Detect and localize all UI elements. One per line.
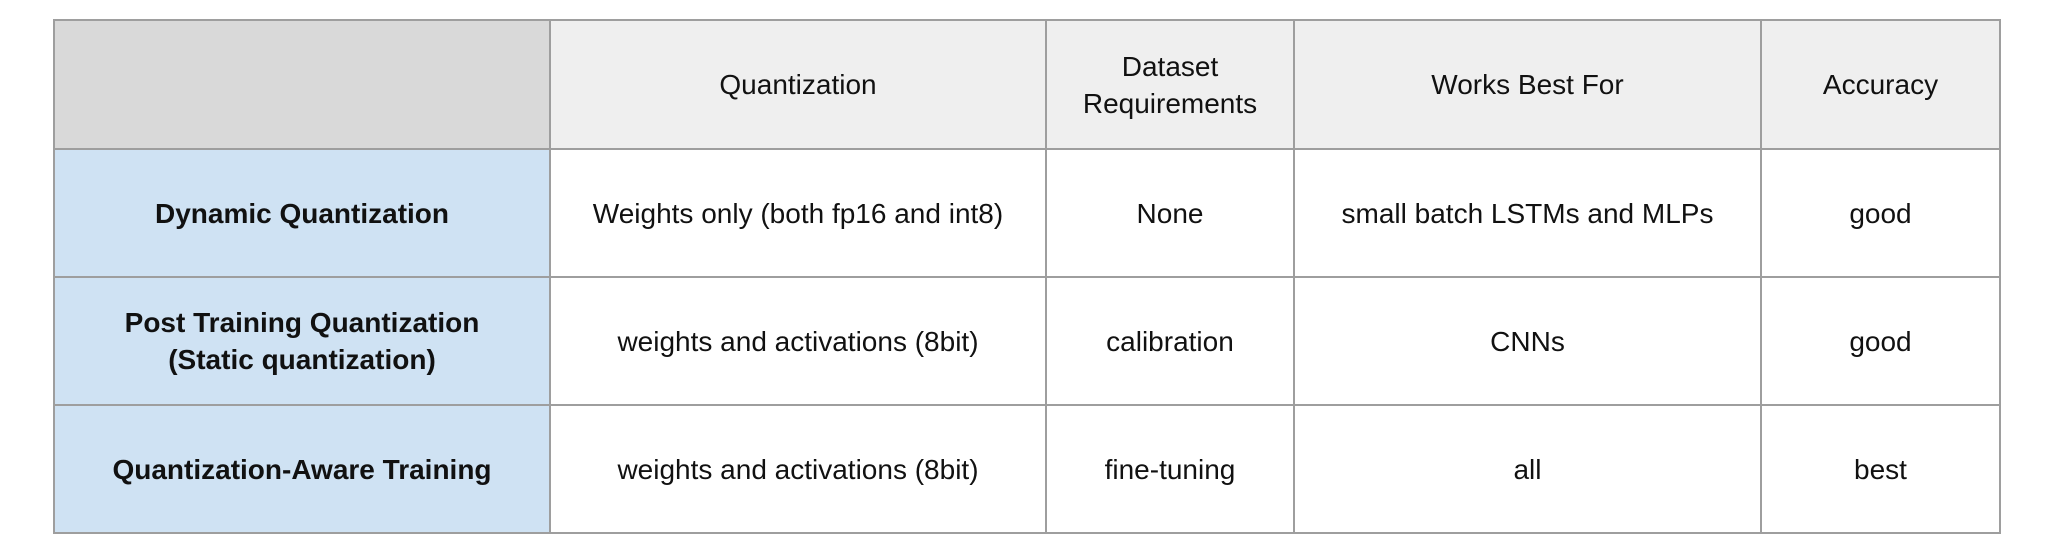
comparison-table-container: Quantization Dataset Requirements Works … — [53, 19, 2001, 534]
cell-dataset-requirements: None — [1045, 148, 1295, 278]
cell-quantization: weights and activations (8bit) — [549, 404, 1047, 534]
row-label-post-training-quantization: Post Training Quantization (Static quant… — [53, 276, 551, 406]
cell-dataset-requirements: calibration — [1045, 276, 1295, 406]
header-dataset-line-1: Dataset — [1121, 50, 1219, 82]
cell-accuracy: good — [1760, 276, 2001, 406]
cell-quantization: Weights only (both fp16 and int8) — [549, 148, 1047, 278]
cell-quantization: weights and activations (8bit) — [549, 276, 1047, 406]
header-dataset-requirements: Dataset Requirements — [1045, 19, 1295, 150]
corner-header-cell — [53, 19, 551, 150]
header-accuracy: Accuracy — [1760, 19, 2001, 150]
header-dataset-line-2: Requirements — [1082, 87, 1258, 119]
header-quantization: Quantization — [549, 19, 1047, 150]
table-row-dynamic-quantization: Dynamic Quantization Weights only (both … — [53, 148, 2001, 278]
row-label-line: (Static quantization) — [168, 344, 436, 375]
header-works-best-for: Works Best For — [1293, 19, 1762, 150]
cell-works-best-for: small batch LSTMs and MLPs — [1293, 148, 1762, 278]
cell-works-best-for: all — [1293, 404, 1762, 534]
cell-works-best-for: CNNs — [1293, 276, 1762, 406]
table-row-quantization-aware-training: Quantization-Aware Training weights and … — [53, 404, 2001, 534]
header-row: Quantization Dataset Requirements Works … — [53, 19, 2001, 150]
cell-dataset-requirements: fine-tuning — [1045, 404, 1295, 534]
cell-accuracy: good — [1760, 148, 2001, 278]
row-label-line: Quantization-Aware Training — [112, 453, 492, 485]
quantization-comparison-table: Quantization Dataset Requirements Works … — [53, 19, 2001, 534]
row-label-line: Post Training Quantization — [124, 307, 480, 338]
table-row-post-training-quantization: Post Training Quantization (Static quant… — [53, 276, 2001, 406]
cell-accuracy: best — [1760, 404, 2001, 534]
row-label-quantization-aware-training: Quantization-Aware Training — [53, 404, 551, 534]
row-label-dynamic-quantization: Dynamic Quantization — [53, 148, 551, 278]
row-label-line: Dynamic Quantization — [154, 197, 450, 229]
